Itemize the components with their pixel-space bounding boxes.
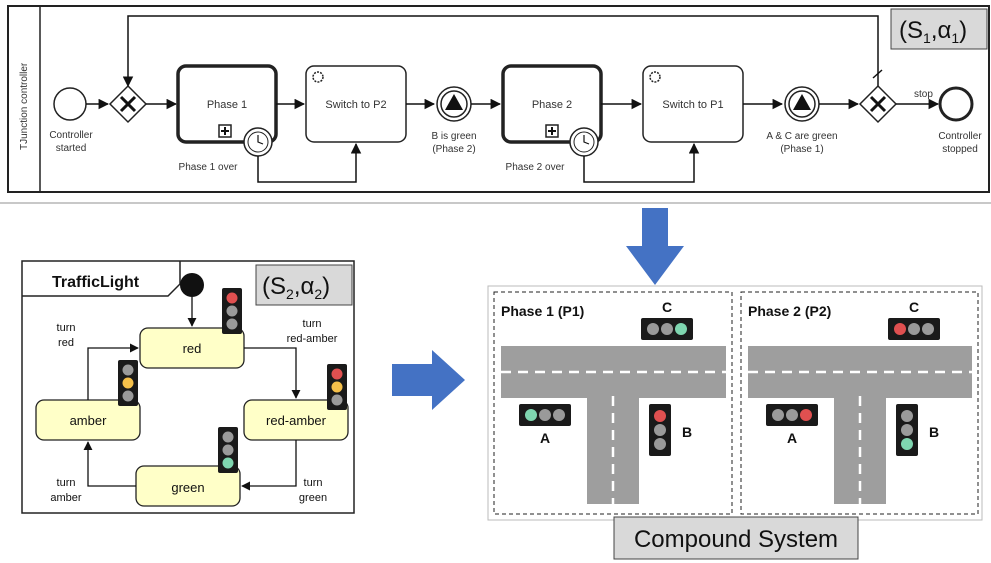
traffic-light-c-p2	[888, 318, 940, 340]
trans-turn-red-amber-1: turn	[303, 318, 322, 330]
svg-text:Compound System: Compound System	[634, 526, 838, 553]
state-green: green	[135, 465, 241, 507]
signal-event-b-green	[436, 86, 472, 122]
label-b-p1: B	[682, 424, 692, 440]
timer-icon	[569, 127, 599, 157]
stop-label: stop	[914, 89, 933, 100]
traffic-light-c-p1	[641, 318, 693, 340]
label-c-p1: C	[662, 299, 672, 315]
label-b-p2: B	[929, 424, 939, 440]
end-event	[938, 86, 974, 122]
pool-label: TJunction controller	[19, 62, 30, 150]
timer1-label: Phase 1 over	[179, 162, 239, 173]
traffic-title: TrafficLight	[52, 274, 140, 291]
arrow-right-icon	[392, 350, 465, 410]
timer2-label: Phase 2 over	[506, 162, 566, 173]
svg-text:amber: amber	[70, 413, 108, 428]
phase-2-panel: Phase 2 (P2) C A	[740, 291, 979, 515]
phase-1-title: Phase 1 (P1)	[501, 303, 584, 319]
state-red-amber: red-amber	[243, 399, 349, 441]
label-a-p2: A	[787, 430, 797, 446]
badge-s1-alpha1: (S1,α1)	[890, 8, 988, 50]
phase-2-title: Phase 2 (P2)	[748, 303, 831, 319]
trans-turn-amber-2: amber	[50, 492, 82, 504]
event-ac-green-1: A & C are green	[766, 131, 837, 142]
bpmn-pool: TJunction controller Controller started …	[7, 5, 990, 193]
traffic-light-machine: TrafficLight red red-amber green amber t…	[21, 260, 355, 514]
compound-system: Phase 1 (P1) C A	[487, 285, 983, 560]
label-c-p2: C	[909, 299, 919, 315]
start-label-1: Controller	[49, 130, 93, 141]
gear-icon	[649, 71, 661, 83]
start-label-2: started	[56, 143, 87, 154]
compound-system-label: Compound System	[613, 516, 859, 560]
event-b-green-1: B is green	[431, 131, 476, 142]
svg-text:(S2,α2): (S2,α2)	[262, 273, 330, 302]
trans-turn-green-1: turn	[304, 477, 323, 489]
initial-state	[180, 273, 204, 297]
traffic-light-icon-amber	[118, 360, 138, 406]
exclusive-gateway-1	[108, 84, 148, 124]
end-label-1: Controller	[938, 131, 982, 142]
traffic-light-b-p1	[649, 404, 671, 456]
traffic-light-b-p2	[896, 404, 918, 456]
trans-turn-green-2: green	[299, 492, 327, 504]
task-phase-1: Phase 1	[176, 64, 278, 144]
event-b-green-2: (Phase 2)	[432, 144, 475, 155]
event-ac-green-2: (Phase 1)	[780, 144, 823, 155]
traffic-light-a-p2	[766, 404, 818, 426]
label-a-p1: A	[540, 430, 550, 446]
signal-event-ac-green	[784, 86, 820, 122]
gear-icon	[312, 71, 324, 83]
end-label-2: stopped	[942, 144, 978, 155]
svg-text:red-amber: red-amber	[266, 413, 327, 428]
exclusive-gateway-2	[858, 84, 898, 124]
trans-turn-red-2: red	[58, 337, 74, 349]
badge-s2-alpha2: (S2,α2)	[255, 264, 353, 306]
task-switch-p2-label: Switch to P2	[325, 99, 386, 111]
trans-turn-amber-1: turn	[57, 477, 76, 489]
traffic-light-icon-red-amber	[327, 364, 347, 410]
traffic-light-icon-green	[218, 427, 238, 473]
traffic-light-a-p1	[519, 404, 571, 426]
timer-icon	[243, 127, 273, 157]
task-switch-p2: Switch to P2	[305, 65, 407, 143]
task-switch-p1-label: Switch to P1	[662, 99, 723, 111]
traffic-light-icon-red	[222, 288, 242, 334]
task-phase-2-label: Phase 2	[532, 99, 572, 111]
trans-turn-red-amber-2: red-amber	[287, 333, 338, 345]
svg-text:green: green	[171, 480, 204, 495]
task-phase-1-label: Phase 1	[207, 99, 247, 111]
task-switch-p1: Switch to P1	[642, 65, 744, 143]
start-event	[53, 87, 87, 121]
trans-turn-red-1: turn	[57, 322, 76, 334]
arrow-down-icon	[626, 208, 684, 285]
svg-text:red: red	[183, 341, 202, 356]
phase-1-panel: Phase 1 (P1) C A	[493, 291, 733, 515]
